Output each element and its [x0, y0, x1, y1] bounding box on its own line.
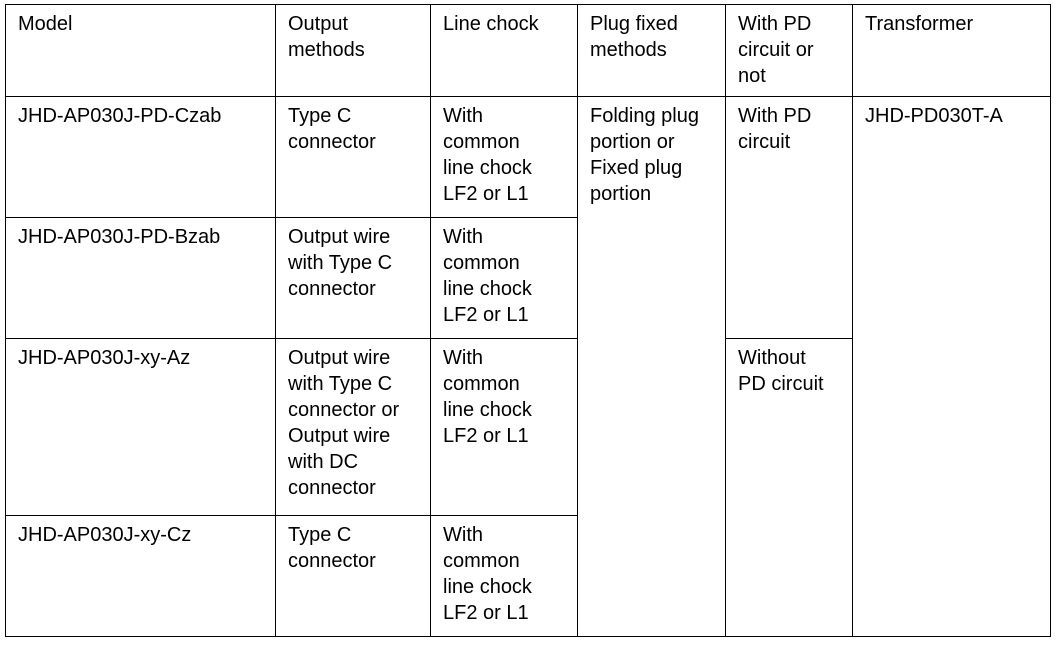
cell-model-text: JHD-AP030J-PD-Bzab: [18, 226, 221, 249]
cell-model: JHD-AP030J-PD-Czab: [5, 96, 276, 219]
column-header-line-chock: Line chock: [430, 3, 578, 98]
cell-line-chock-text: With common line chock LF2 or L1: [443, 524, 532, 625]
column-header-model-text: Model: [18, 13, 73, 35]
cell-with-pd-circuit-text: With PD circuit: [738, 105, 812, 154]
cell-output-methods: Type C connector: [275, 515, 431, 637]
cell-line-chock-text: With common line chock LF2 or L1: [443, 226, 532, 327]
cell-transformer-text: JHD-PD030T-A: [865, 105, 1003, 128]
table-row: JHD-AP030J-PD-Czab Type C connector With…: [5, 96, 1051, 637]
specification-table: Model Output methods Line chock Plug fix…: [5, 3, 1051, 638]
cell-output-methods-text: Type C connector: [288, 524, 376, 573]
cell-model: JHD-AP030J-PD-Bzab: [5, 217, 276, 339]
cell-without-pd-circuit-text: Without PD circuit: [738, 346, 824, 395]
cell-line-chock: With common line chock LF2 or L1: [430, 515, 578, 637]
cell-output-methods: Output wire with Type C connector: [275, 217, 431, 339]
cell-output-methods: Output wire with Type C connector or Out…: [275, 337, 431, 517]
column-header-transformer-text: Transformer: [865, 13, 974, 35]
table-row: JHD-AP030J-xy-Az Output wire with Type C…: [5, 337, 1051, 638]
cell-output-methods: Type C connector: [275, 96, 431, 219]
cell-output-methods-text: Output wire with Type C connector: [288, 226, 393, 301]
cell-output-methods-text: Output wire with Type C connector or Out…: [288, 346, 400, 499]
cell-transformer-merged: JHD-PD030T-A: [852, 96, 1051, 637]
cell-model: JHD-AP030J-xy-Az: [5, 337, 276, 517]
cell-output-methods-text: Type C connector: [288, 105, 376, 154]
cell-plug-fixed-methods-merged: Folding plug portion or Fixed plug porti…: [577, 96, 726, 637]
cell-model: JHD-AP030J-xy-Cz: [5, 515, 276, 637]
column-header-model: Model: [5, 3, 276, 98]
cell-without-pd-circuit-merged: Without PD circuit: [725, 337, 853, 638]
column-header-output-methods: Output methods: [275, 3, 431, 98]
cell-model-text: JHD-AP030J-PD-Czab: [18, 105, 222, 128]
column-header-transformer: Transformer: [852, 3, 1051, 98]
cell-line-chock: With common line chock LF2 or L1: [430, 217, 578, 339]
column-header-with-pd-circuit-or-not: With PD circuit or not: [725, 3, 853, 98]
column-header-with-pd-circuit-or-not-text: With PD circuit or not: [738, 13, 814, 87]
cell-with-pd-circuit-merged: With PD circuit: [725, 96, 853, 339]
column-header-plug-fixed-methods: Plug fixed methods: [577, 3, 726, 98]
column-header-plug-fixed-methods-text: Plug fixed methods: [590, 13, 678, 61]
column-header-line-chock-text: Line chock: [443, 13, 539, 35]
column-header-output-methods-text: Output methods: [288, 13, 365, 61]
cell-line-chock-text: With common line chock LF2 or L1: [443, 346, 532, 447]
cell-line-chock: With common line chock LF2 or L1: [430, 96, 578, 219]
cell-plug-fixed-methods-text: Folding plug portion or Fixed plug porti…: [590, 105, 699, 206]
cell-model-text: JHD-AP030J-xy-Cz: [18, 524, 192, 547]
table-header-row: Model Output methods Line chock Plug fix…: [5, 3, 1051, 98]
table-row: JHD-AP030J-xy-Cz Type C connector With c…: [5, 515, 1051, 637]
cell-line-chock: With common line chock LF2 or L1: [430, 337, 578, 517]
cell-line-chock-text: With common line chock LF2 or L1: [443, 105, 532, 206]
cell-model-text: JHD-AP030J-xy-Az: [18, 346, 191, 369]
table-row: JHD-AP030J-PD-Bzab Output wire with Type…: [5, 217, 1051, 339]
